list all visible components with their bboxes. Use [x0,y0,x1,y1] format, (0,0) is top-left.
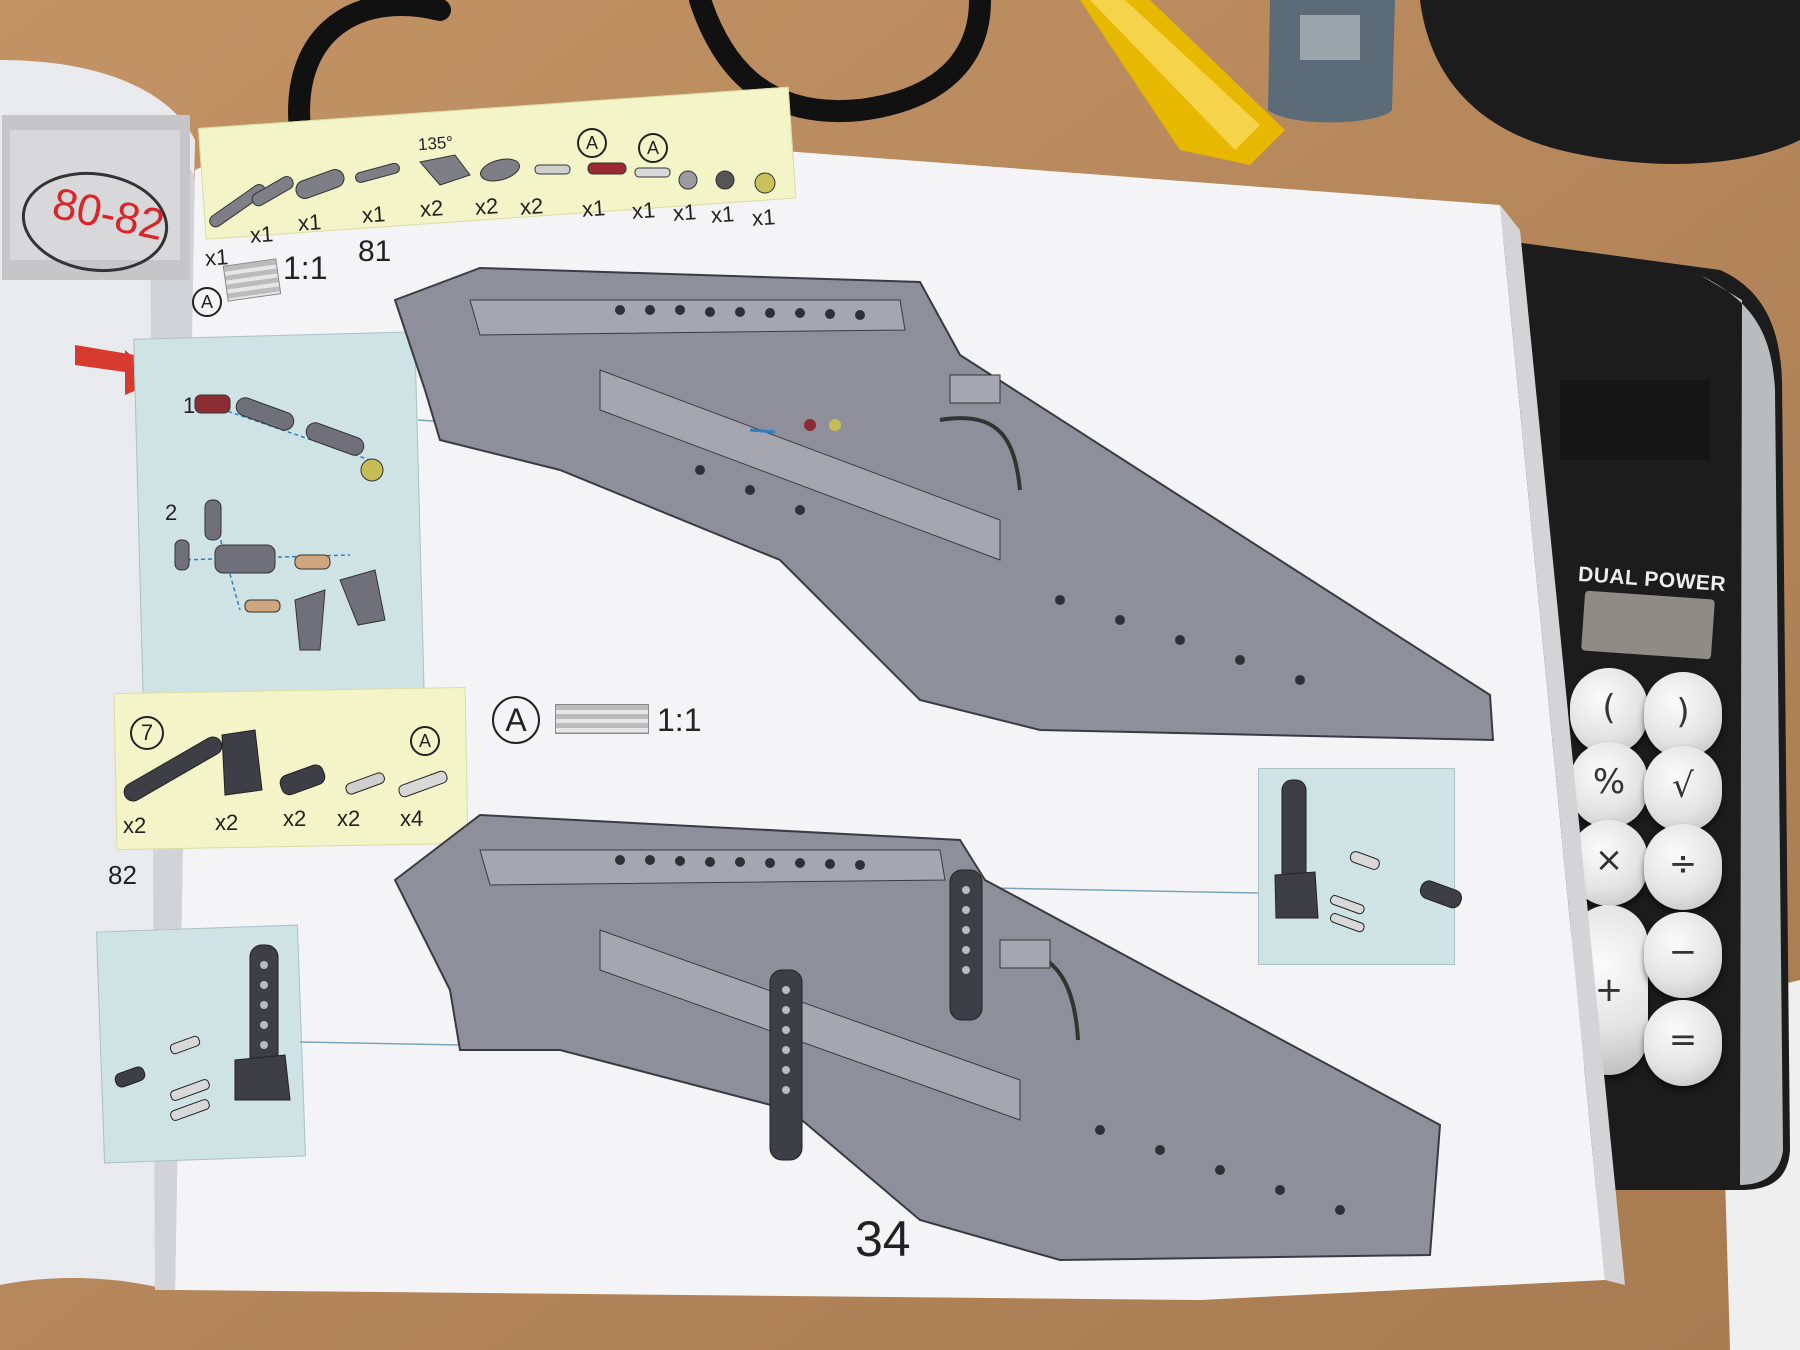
calc-key-percent: % [1570,742,1648,828]
step82-ribbon-a: A [492,696,540,744]
step81-number: 81 [358,235,392,268]
step81-sub-a-2: A [638,133,668,163]
calc-key-open-paren: ( [1570,668,1648,754]
step82-qty-4: x2 [337,806,361,831]
calc-key-minus: − [1644,912,1722,998]
sub-step-2: 2 [165,500,178,525]
step82-qty-2: x2 [215,810,239,835]
step82-ribbon [555,704,649,734]
step81-ribbon-a: A [192,287,222,317]
step82-callout-count: 7 [130,716,164,750]
page-number: 34 [855,1211,911,1267]
step82-qty-3: x2 [283,806,307,831]
calc-key-equals: = [1644,1000,1722,1086]
step82-qty-1: x2 [123,813,147,838]
step82-sub-a: A [410,726,440,756]
sub-step-1: 1 [183,393,196,418]
step82-number: 82 [108,860,137,890]
step82-scale: 1:1 [657,702,702,738]
step81-sub-a-1: A [577,128,607,158]
step82-qty-5: x4 [400,806,424,831]
calc-key-sqrt: √ [1644,746,1722,832]
calc-key-divide: ÷ [1644,824,1722,910]
calc-key-close-paren: ) [1644,672,1722,758]
step81-scale: 1:1 [283,250,328,286]
